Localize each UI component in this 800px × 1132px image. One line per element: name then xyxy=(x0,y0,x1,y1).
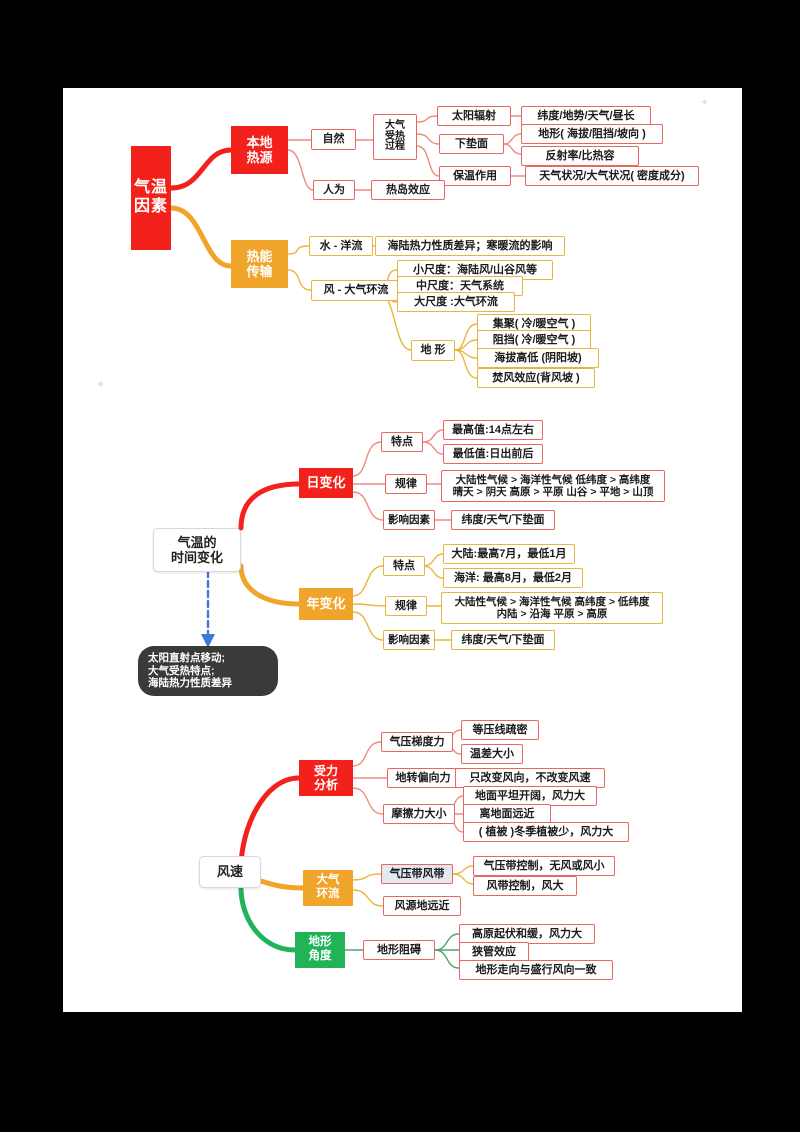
node-pressure-wind-belts[interactable]: 气压带风带 xyxy=(381,864,453,884)
detail-friction-vegetation[interactable]: ( 植被 )冬季植被少，风力大 xyxy=(463,822,629,842)
node-large-scale[interactable]: 大尺度 :大气环流 xyxy=(397,292,515,312)
detail-friction-distance[interactable]: 离地面远近 xyxy=(463,804,551,824)
detail-annual-factors[interactable]: 纬度/天气/下垫面 xyxy=(451,630,555,650)
node-annual-feature[interactable]: 特点 xyxy=(383,556,425,576)
detail-daily-min[interactable]: 最低值:日出前后 xyxy=(443,444,543,464)
branch-terrain-angle[interactable]: 地形 角度 xyxy=(295,932,345,968)
detail-friction-flat-ground[interactable]: 地面平坦开阔，风力大 xyxy=(463,786,597,806)
detail-coriolis-force[interactable]: 只改变风向，不改变风速 xyxy=(455,768,605,788)
detail-solar-radiation[interactable]: 纬度/地势/天气/昼长 xyxy=(521,106,651,126)
node-daily-factors[interactable]: 影响因素 xyxy=(383,510,435,530)
node-insulation-effect[interactable]: 保温作用 xyxy=(439,166,511,186)
detail-daily-law[interactable]: 大陆性气候 > 海洋性气候 低纬度 > 高纬度 晴天 > 阴天 高原 > 平原 … xyxy=(441,470,665,502)
detail-underlying-surface-albedo[interactable]: 反射率/比热容 xyxy=(521,146,639,166)
node-underlying-surface[interactable]: 下垫面 xyxy=(439,134,504,154)
branch-local-heat-source[interactable]: 本地 热源 xyxy=(231,126,288,174)
node-daily-feature[interactable]: 特点 xyxy=(381,432,423,452)
node-heat-island-effect[interactable]: 热岛效应 xyxy=(371,180,445,200)
node-artificial[interactable]: 人为 xyxy=(313,180,355,200)
node-annual-law[interactable]: 规律 xyxy=(385,596,427,616)
detail-insulation-effect[interactable]: 天气状况/大气状况( 密度成分) xyxy=(525,166,699,186)
node-natural[interactable]: 自然 xyxy=(311,129,356,150)
node-terrain-barrier[interactable]: 地形阻碍 xyxy=(363,940,435,960)
node-wind-atmospheric-circulation[interactable]: 风 - 大气环流 xyxy=(311,280,401,301)
detail-narrow-tube-effect[interactable]: 狭管效应 xyxy=(459,942,529,962)
root-node-temperature-factors[interactable]: 气温 因素 xyxy=(131,146,171,250)
detail-plateau-relief[interactable]: 高原起伏和缓，风力大 xyxy=(459,924,595,944)
node-friction-magnitude[interactable]: 摩擦力大小 xyxy=(383,804,455,824)
node-terrain-block[interactable]: 阻挡( 冷/暖空气 ) xyxy=(477,330,591,350)
detail-terrain-alignment[interactable]: 地形走向与盛行风向一致 xyxy=(459,960,613,980)
node-terrain-altitude[interactable]: 海拔高低 (阴阳坡) xyxy=(477,348,599,368)
detail-water-ocean-current[interactable]: 海陆热力性质差异；寒暖流的影响 xyxy=(375,236,565,256)
detail-annual-ocean[interactable]: 海洋: 最高8月，最低2月 xyxy=(443,568,583,588)
node-solar-radiation[interactable]: 太阳辐射 xyxy=(437,106,511,126)
branch-force-analysis[interactable]: 受力 分析 xyxy=(299,760,353,796)
callout-summary[interactable]: 太阳直射点移动; 大气受热特点; 海陆热力性质差异 xyxy=(138,646,278,696)
document-page: 气温 因素 本地 热源 自然 大气 受热 过程 太阳辐射 纬度/地势/天气/昼长… xyxy=(63,88,742,1012)
node-terrain-gather[interactable]: 集聚( 冷/暖空气 ) xyxy=(477,314,591,334)
node-atmosphere-heating-process[interactable]: 大气 受热 过程 xyxy=(373,114,417,160)
node-water-ocean-current[interactable]: 水 - 洋流 xyxy=(309,236,373,256)
node-terrain[interactable]: 地 形 xyxy=(411,340,455,361)
node-small-scale[interactable]: 小尺度：海陆风/山谷风等 xyxy=(397,260,553,280)
detail-daily-max[interactable]: 最高值:14点左右 xyxy=(443,420,543,440)
mindmap-canvas: 气温 因素 本地 热源 自然 大气 受热 过程 太阳辐射 纬度/地势/天气/昼长… xyxy=(63,88,742,1012)
branch-annual-variation[interactable]: 年变化 xyxy=(299,588,353,620)
node-terrain-foehn[interactable]: 焚风效应(背风坡 ) xyxy=(477,368,595,388)
detail-temperature-difference[interactable]: 温差大小 xyxy=(461,744,523,764)
root-node-wind-speed[interactable]: 风速 xyxy=(199,856,261,888)
root-node-temporal-variation[interactable]: 气温的 时间变化 xyxy=(153,528,241,572)
detail-underlying-surface-terrain[interactable]: 地形( 海拔/阻挡/坡向 ) xyxy=(521,124,663,144)
detail-wind-belt-control[interactable]: 风带控制，风大 xyxy=(473,876,577,896)
detail-daily-factors[interactable]: 纬度/天气/下垫面 xyxy=(451,510,555,530)
branch-daily-variation[interactable]: 日变化 xyxy=(299,468,353,498)
node-daily-law[interactable]: 规律 xyxy=(385,474,427,494)
detail-annual-continent[interactable]: 大陆:最高7月，最低1月 xyxy=(443,544,575,564)
detail-isobar-density[interactable]: 等压线疏密 xyxy=(461,720,539,740)
node-annual-factors[interactable]: 影响因素 xyxy=(383,630,435,650)
branch-atmospheric-circulation[interactable]: 大气 环流 xyxy=(303,870,353,906)
node-wind-source-distance[interactable]: 风源地远近 xyxy=(383,896,461,916)
detail-annual-law[interactable]: 大陆性气候 > 海洋性气候 高纬度 > 低纬度 内陆 > 沿海 平原 > 高原 xyxy=(441,592,663,624)
detail-pressure-belt-control[interactable]: 气压带控制，无风或风小 xyxy=(473,856,615,876)
node-coriolis-force[interactable]: 地转偏向力 xyxy=(387,768,459,788)
branch-heat-transfer[interactable]: 热能 传输 xyxy=(231,240,288,288)
watermark-mark-left: ✦ xyxy=(96,379,106,391)
node-pressure-gradient-force[interactable]: 气压梯度力 xyxy=(381,732,453,752)
watermark-mark-right: ✦ xyxy=(700,97,710,109)
